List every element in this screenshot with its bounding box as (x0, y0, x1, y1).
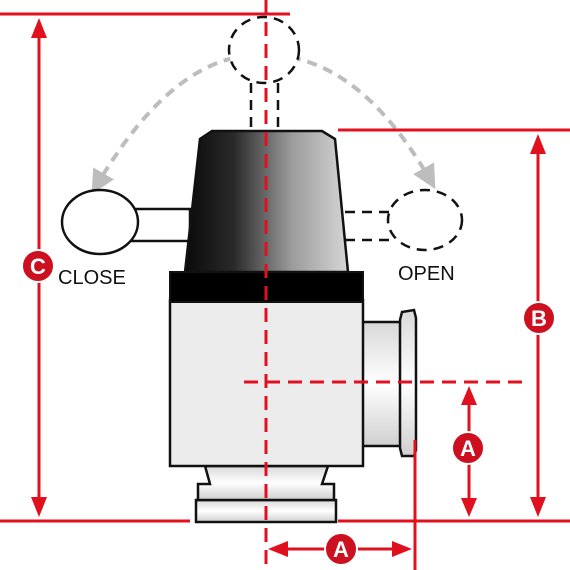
svg-text:C: C (30, 254, 46, 279)
handle-open-icon (345, 188, 464, 252)
dimension-a-vertical-badge: A (451, 431, 485, 465)
open-label: OPEN (398, 263, 455, 285)
dimension-a-horizontal-badge: A (324, 532, 358, 566)
bottom-flange-neck (196, 464, 336, 502)
side-port-neck (360, 320, 404, 448)
dimension-b-badge: B (522, 301, 556, 335)
handle-close-icon (60, 188, 192, 256)
dimension-c-badge: C (21, 249, 55, 283)
svg-text:A: A (333, 537, 349, 562)
handle-upright-icon (227, 15, 301, 132)
svg-text:B: B (531, 306, 547, 331)
svg-text:A: A (460, 436, 476, 461)
close-label: CLOSE (58, 267, 126, 289)
